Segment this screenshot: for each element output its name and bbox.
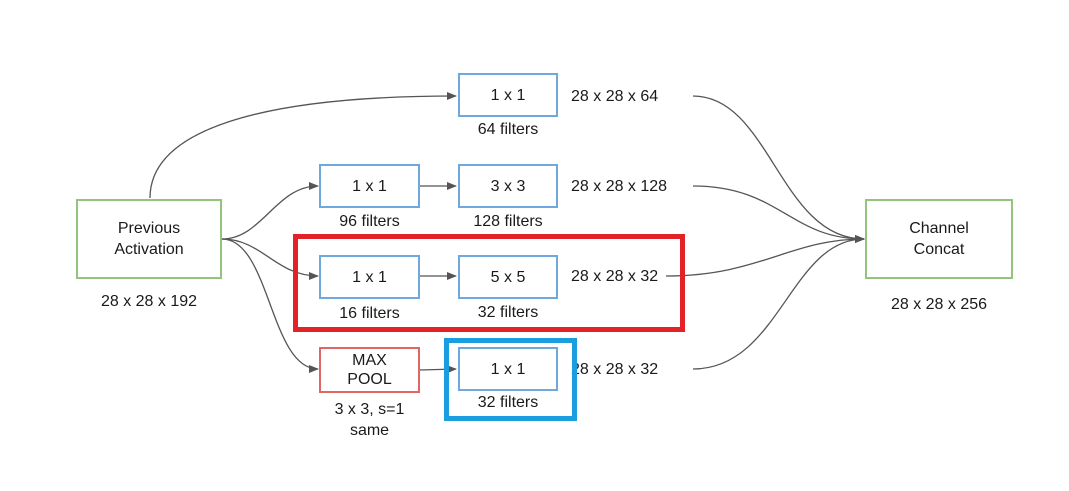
channel-concat-dims: 28 x 28 x 256 xyxy=(890,296,988,313)
edge-b3-to-concat xyxy=(665,235,865,277)
b2-conv1x1-filters: 96 filters xyxy=(339,213,400,230)
edge-previous-to-b2-conv1 xyxy=(221,182,319,240)
b3-conv1x1-node: 1 x 1 xyxy=(319,255,420,299)
highlight-blue-box xyxy=(444,338,577,421)
edge-previous-to-b4-pool xyxy=(221,238,319,373)
b3-conv5x5-node: 5 x 5 xyxy=(458,255,558,299)
b4-maxpool-caption: 3 x 3, s=1 same xyxy=(334,401,405,439)
channel-concat-node: Channel Concat xyxy=(865,199,1013,279)
previous-activation-dims: 28 x 28 x 192 xyxy=(100,293,198,310)
edge-b4-pool-to-b4-conv1 xyxy=(419,365,457,374)
b4-conv1x1-node: 1 x 1 xyxy=(458,347,558,391)
b4-maxpool-node: MAX POOL xyxy=(319,347,420,393)
highlight-red-box xyxy=(293,234,685,332)
b2-conv1x1-node: 1 x 1 xyxy=(319,164,420,208)
edge-previous-to-b1-conv1 xyxy=(149,92,457,199)
b2-conv3x3-node: 3 x 3 xyxy=(458,164,558,208)
b1-conv1x1-filters: 64 filters xyxy=(477,121,539,138)
b3-conv1x1-filters: 16 filters xyxy=(339,305,400,322)
b3-conv5x5-filters: 32 filters xyxy=(477,304,539,321)
edge-b4-to-concat xyxy=(692,235,865,370)
previous-activation-node: Previous Activation xyxy=(76,199,222,279)
edge-previous-to-b3-conv1 xyxy=(221,238,319,280)
b1-output-dims: 28 x 28 x 64 xyxy=(571,88,659,105)
b4-output-dims: 28 x 28 x 32 xyxy=(571,361,659,378)
b2-output-dims: 28 x 28 x 128 xyxy=(571,178,668,195)
b4-conv1x1-filters: 32 filters xyxy=(477,394,539,411)
b2-conv3x3-filters: 128 filters xyxy=(473,213,543,230)
edge-b2-to-concat xyxy=(692,185,865,243)
b1-conv1x1-node: 1 x 1 xyxy=(458,73,558,117)
edge-b1-to-concat xyxy=(692,95,865,243)
b3-output-dims: 28 x 28 x 32 xyxy=(571,268,659,285)
